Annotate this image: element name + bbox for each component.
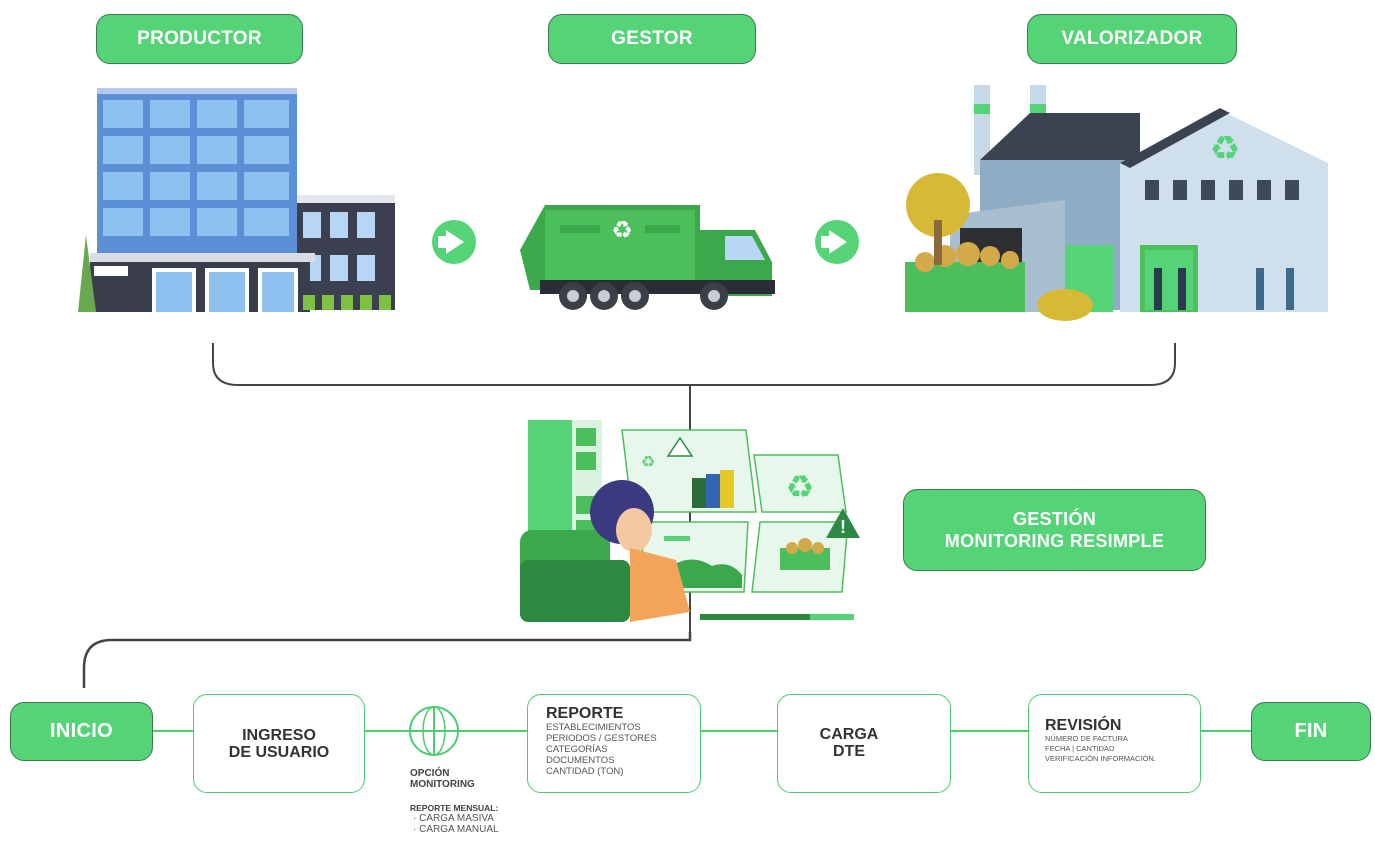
- ingreso-usuario-box: INGRESO DE USUARIO: [193, 694, 365, 793]
- svg-text:♻: ♻: [641, 452, 655, 471]
- gestor-text: GESTOR: [611, 28, 693, 49]
- opcion-item-text: CARGA MANUAL: [419, 824, 499, 835]
- gestor-label: GESTOR: [548, 14, 756, 64]
- gestion-line2: MONITORING RESIMPLE: [944, 531, 1165, 551]
- globe-icon: [409, 706, 459, 756]
- garbage-truck-icon: ♻: [520, 205, 775, 310]
- arrow-right-icon: [815, 220, 859, 264]
- gestion-monitoring-label: GESTIÓN MONITORING RESIMPLE: [903, 489, 1206, 571]
- svg-text:♻: ♻: [611, 216, 633, 244]
- reporte-item: CATEGORÍAS: [546, 744, 608, 755]
- inicio-label: INICIO: [10, 702, 153, 761]
- productor-text: PRODUCTOR: [137, 28, 262, 49]
- reporte-box: REPORTE ESTABLECIMIENTOS PERIODOS / GEST…: [527, 694, 701, 793]
- carga-line2: DTE: [833, 743, 865, 760]
- gestion-line1: GESTIÓN: [1012, 509, 1097, 529]
- opcion-item: · CARGA MANUAL: [413, 824, 499, 835]
- revision-box: REVISIÓN NÚMERO DE FACTURA FECHA | CANTI…: [1028, 694, 1201, 793]
- revision-item: FECHA | CANTIDAD: [1045, 744, 1115, 753]
- svg-text:♻: ♻: [786, 468, 815, 506]
- valorizador-label: VALORIZADOR: [1027, 14, 1237, 64]
- operator-dashboard-icon: ♻ ♻ !: [520, 420, 860, 622]
- opcion-subtitle: REPORTE MENSUAL:: [410, 803, 499, 813]
- svg-text:♻: ♻: [1210, 129, 1240, 169]
- opcion-monitoring-text: OPCIÓN MONITORING REPORTE MENSUAL: · CAR…: [410, 768, 540, 835]
- inicio-connector: [82, 632, 692, 688]
- reporte-item: CANTIDAD (TON): [546, 766, 624, 777]
- revision-item: VERIFICACIÓN INFORMACIÓN.: [1045, 754, 1156, 763]
- revision-item: NÚMERO DE FACTURA: [1045, 734, 1128, 743]
- opcion-item: · CARGA MASIVA: [413, 813, 494, 824]
- arrow-right-icon: [432, 220, 476, 264]
- carga-dte-box: CARGA DTE: [777, 694, 951, 793]
- reporte-item: ESTABLECIMIENTOS: [546, 722, 641, 733]
- revision-title: REVISIÓN: [1045, 717, 1122, 734]
- bracket-connector: [212, 343, 1176, 386]
- productor-label: PRODUCTOR: [96, 14, 303, 64]
- reporte-item: DOCUMENTOS: [546, 755, 615, 766]
- recycling-plant-icon: ♻: [905, 85, 1328, 321]
- carga-line1: CARGA: [819, 726, 879, 743]
- opcion-item-text: CARGA MASIVA: [419, 813, 494, 824]
- ingreso-line2: DE USUARIO: [228, 743, 330, 761]
- reporte-item: PERIODOS / GESTORES: [546, 733, 657, 744]
- reporte-title: REPORTE: [546, 705, 624, 722]
- inicio-text: INICIO: [50, 720, 113, 742]
- valorizador-text: VALORIZADOR: [1061, 28, 1203, 49]
- ingreso-line1: INGRESO: [242, 726, 316, 744]
- opcion-line2: MONITORING: [410, 779, 475, 790]
- opcion-line1: OPCIÓN: [410, 768, 450, 779]
- fin-text: FIN: [1294, 720, 1328, 742]
- office-building-icon: [78, 88, 395, 312]
- svg-text:!: !: [840, 517, 846, 537]
- fin-label: FIN: [1251, 702, 1371, 761]
